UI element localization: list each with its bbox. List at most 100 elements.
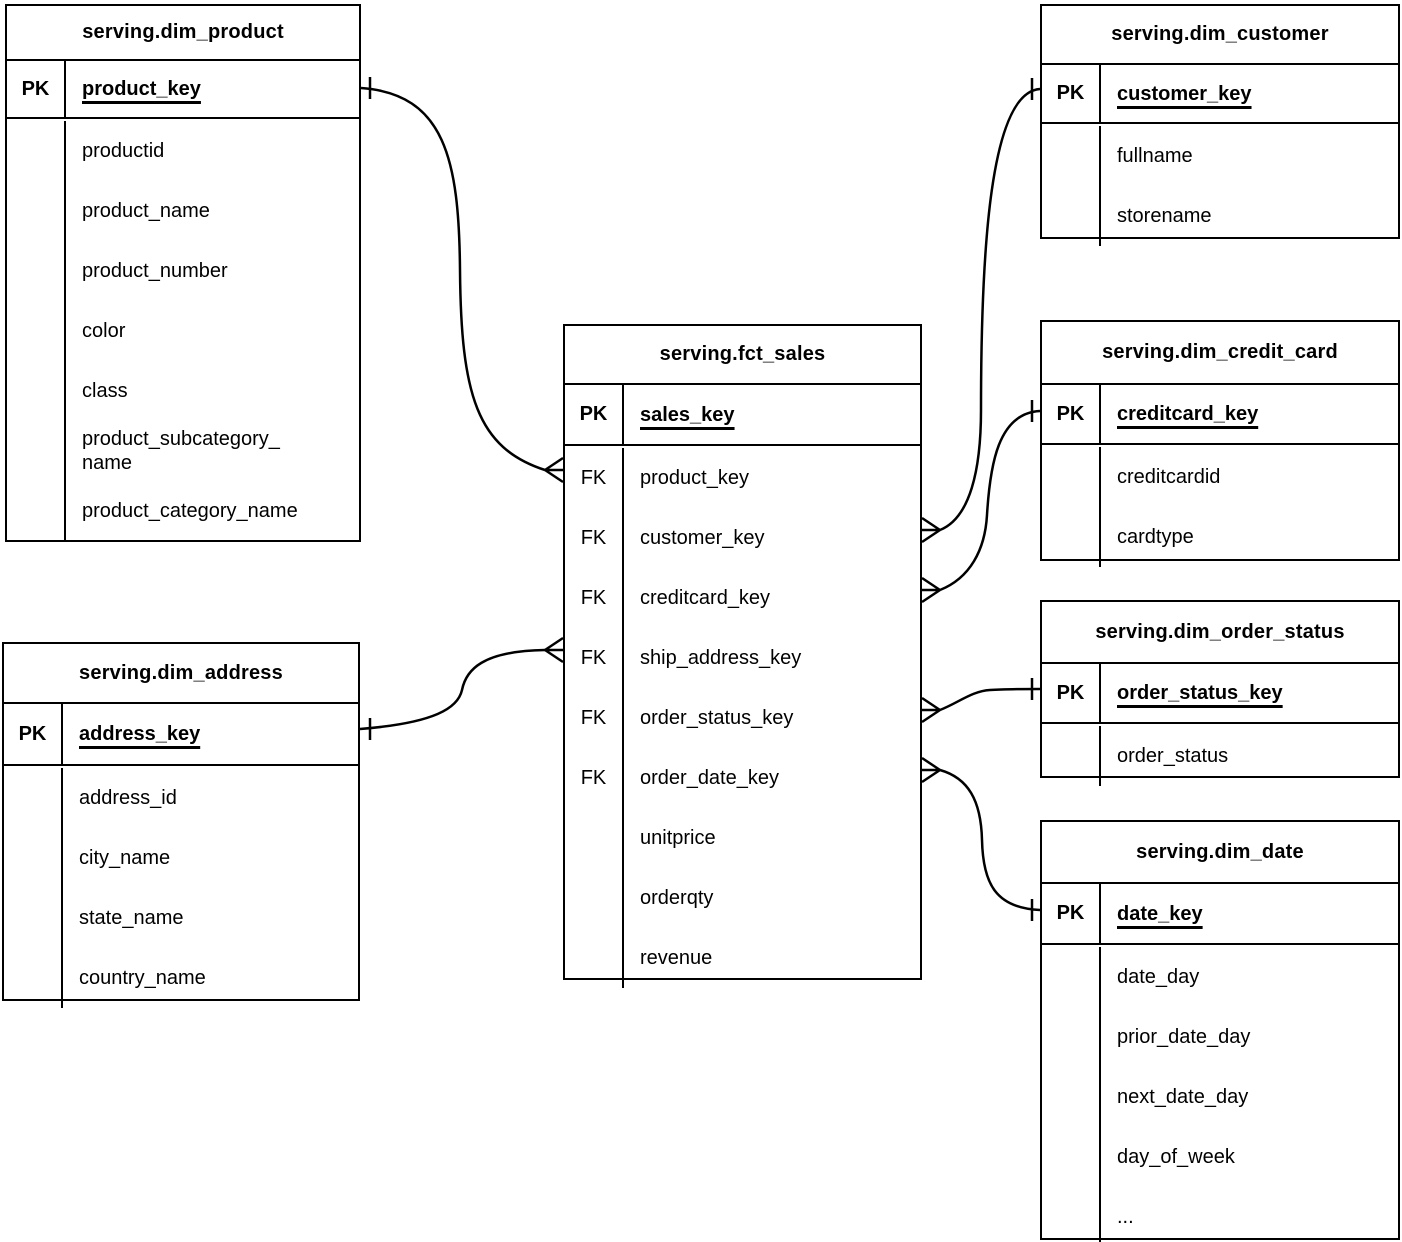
pk-field-name: sales_key (640, 403, 735, 426)
pk-tag: PK (7, 61, 66, 117)
relationship-order-date-line (939, 768, 1041, 912)
pk-field-name: product_key (82, 78, 201, 100)
field-tag (7, 481, 66, 541)
relationship-order-status-line (939, 687, 1041, 712)
field-name: unitprice (640, 827, 716, 849)
pk-tag: PK (1042, 664, 1101, 722)
pk-tag: PK (1042, 65, 1101, 122)
field-name: order_status_key (640, 707, 794, 729)
table-row: city_name (4, 828, 358, 888)
pk-field-name: address_key (79, 723, 201, 745)
field-tag (4, 768, 63, 828)
relationship-address (359, 636, 564, 740)
field-tag (7, 241, 66, 301)
table-row: country_name (4, 948, 358, 1008)
entity-title: serving.dim_product (7, 6, 359, 61)
table-row: product_number (7, 241, 359, 301)
crows-foot-many-icon (921, 516, 941, 544)
field-name: state_name (79, 907, 184, 929)
pk-field-name: customer_key (1117, 82, 1252, 105)
field-name: class (82, 380, 128, 402)
field-tag (4, 888, 63, 948)
field-name: ... (1117, 1206, 1134, 1228)
field-tag: FK (565, 508, 624, 568)
field-name: product_name (82, 200, 210, 222)
table-row: product_category_name (7, 481, 359, 541)
field-tag (1042, 1067, 1101, 1127)
field-tag: FK (565, 748, 624, 808)
field-name: product_key (640, 467, 749, 489)
entity-title: serving.fct_sales (565, 326, 920, 385)
field-name: order_status (1117, 745, 1229, 767)
field-tag (1042, 1127, 1101, 1187)
table-row: unitprice (565, 808, 920, 868)
relationship-order-date (921, 756, 1041, 921)
field-name: color (82, 320, 126, 342)
table-row: fullname (1042, 126, 1398, 186)
relationship-product (360, 77, 564, 484)
field-tag (1042, 447, 1101, 507)
table-row: next_date_day (1042, 1067, 1398, 1127)
entity-title: serving.dim_credit_card (1042, 322, 1398, 385)
table-row: date_day (1042, 947, 1398, 1007)
relationship-product-line (360, 86, 546, 472)
field-name: address_id (79, 787, 177, 809)
relationship-customer (921, 78, 1041, 544)
field-tag (1042, 507, 1101, 567)
entity-title: serving.dim_date (1042, 822, 1398, 884)
entity-title: serving.dim_customer (1042, 6, 1398, 65)
entity-title: serving.dim_order_status (1042, 602, 1398, 664)
table-row: ... (1042, 1187, 1398, 1242)
entity-fields: order_status (1042, 724, 1398, 786)
pk-field-name: date_key (1117, 902, 1203, 925)
pk-field-name: order_status_key (1117, 682, 1283, 704)
entity-fields: address_id city_name state_name country_nam… (4, 766, 358, 1008)
crows-foot-many-icon (544, 636, 564, 664)
table-row: revenue (565, 928, 920, 988)
table-row: cardtype (1042, 507, 1398, 567)
field-name: country_name (79, 967, 206, 989)
pk-tag: PK (1042, 884, 1101, 943)
field-name: product_number (82, 260, 228, 282)
field-tag (7, 181, 66, 241)
pk-tag: PK (1042, 385, 1101, 443)
field-tag (4, 948, 63, 1008)
crows-foot-many-icon (921, 696, 941, 724)
pk-tag: PK (4, 704, 63, 764)
field-name: orderqty (640, 887, 714, 909)
relationship-customer-line (939, 87, 1041, 532)
primary-key-row: PK address_key (4, 704, 358, 766)
table-row: productid (7, 121, 359, 181)
field-name: revenue (640, 947, 713, 969)
table-row: state_name (4, 888, 358, 948)
field-name: cardtype (1117, 526, 1194, 548)
primary-key-row: PK product_key (7, 61, 359, 119)
table-row: storename (1042, 186, 1398, 246)
crows-foot-many-icon (544, 456, 564, 484)
table-row: day_of_week (1042, 1127, 1398, 1187)
table-row: class (7, 361, 359, 421)
entity-fields: fullname storename (1042, 124, 1398, 246)
field-name: ship_address_key (640, 647, 802, 669)
field-name: storename (1117, 205, 1212, 227)
field-tag (4, 828, 63, 888)
field-tag: FK (565, 628, 624, 688)
field-tag (1042, 1187, 1101, 1242)
table-row: order_status (1042, 726, 1398, 786)
field-tag (565, 808, 624, 868)
table-row: address_id (4, 768, 358, 828)
field-tag (7, 361, 66, 421)
table-row: color (7, 301, 359, 361)
